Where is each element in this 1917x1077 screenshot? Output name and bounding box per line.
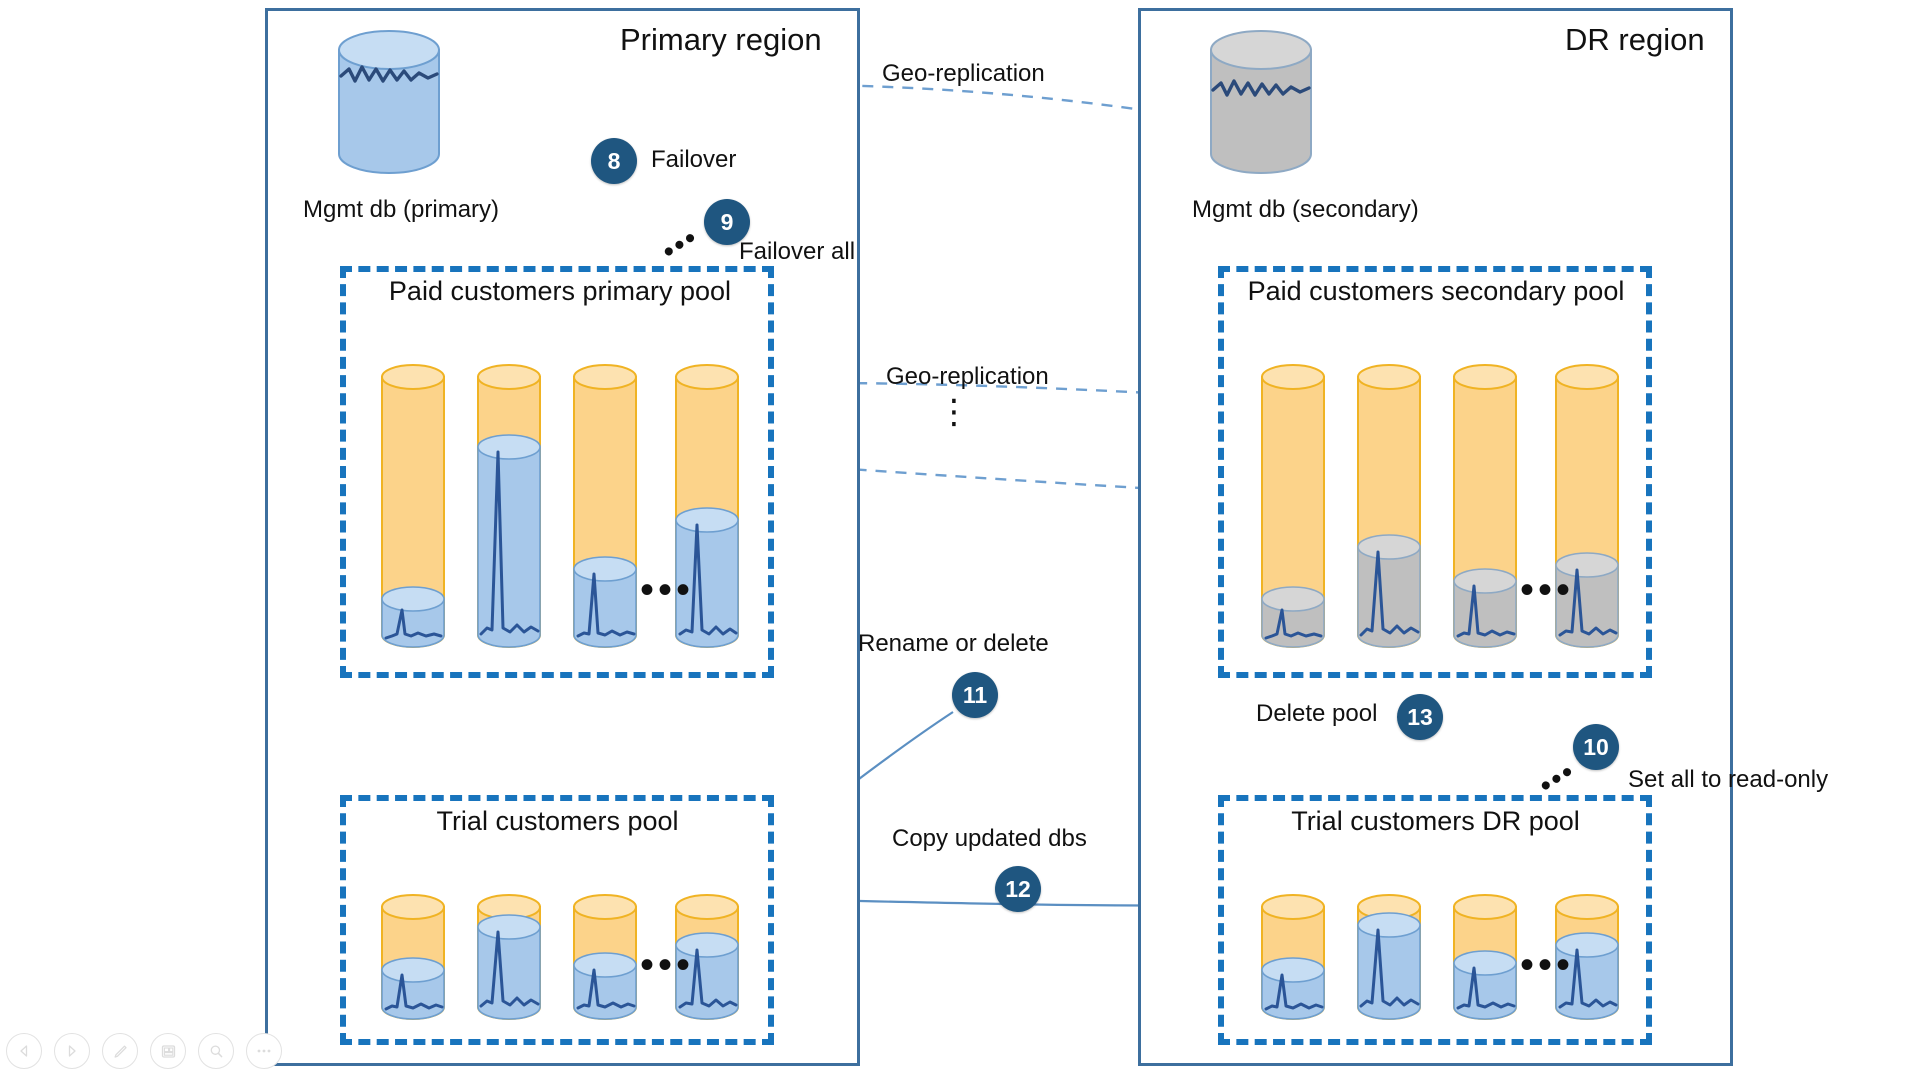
db-trial-dr-1 bbox=[1258, 893, 1328, 1023]
ellipsis-paid-primary: ••• bbox=[640, 568, 695, 612]
db-trial-dr-3 bbox=[1450, 893, 1520, 1023]
badge-step-11-number: 11 bbox=[962, 681, 988, 708]
db-trial-primary-2 bbox=[474, 893, 544, 1023]
badge-step-12[interactable]: 12 bbox=[995, 866, 1041, 912]
layout-icon[interactable] bbox=[150, 1033, 186, 1069]
pool-paid-secondary bbox=[1218, 266, 1652, 678]
db-paid-secondary-1 bbox=[1258, 362, 1328, 650]
badge-step-9[interactable]: 9 bbox=[704, 199, 750, 245]
pool-trial-primary-title: Trial customers pool bbox=[436, 806, 679, 836]
badge-step-10-number: 10 bbox=[1583, 733, 1609, 760]
pool-trial-dr bbox=[1218, 795, 1652, 1045]
pool-trial-primary bbox=[340, 795, 774, 1045]
db-paid-primary-4 bbox=[672, 362, 742, 650]
region-dr-title: DR region bbox=[1565, 22, 1705, 57]
db-trial-dr-2 bbox=[1354, 893, 1424, 1023]
mgmt-db-secondary-caption: Mgmt db (secondary) bbox=[1192, 196, 1419, 223]
badge-step-9-number: 9 bbox=[720, 208, 734, 235]
badge-step-8[interactable]: 8 bbox=[591, 138, 637, 184]
label-step-9: Failover all bbox=[739, 238, 856, 265]
viewer-toolbar[interactable] bbox=[6, 1033, 282, 1069]
db-trial-primary-4 bbox=[672, 893, 742, 1023]
badge-step-13-number: 13 bbox=[1407, 703, 1433, 730]
badge-step-8-number: 8 bbox=[607, 147, 621, 174]
next-icon[interactable] bbox=[54, 1033, 90, 1069]
mgmt-db-primary-caption: Mgmt db (primary) bbox=[303, 196, 500, 223]
region-dr bbox=[1138, 8, 1733, 1066]
more-icon[interactable] bbox=[246, 1033, 282, 1069]
db-paid-secondary-4 bbox=[1552, 362, 1622, 650]
ellipsis-trial-primary: ••• bbox=[640, 943, 695, 987]
previous-icon[interactable] bbox=[6, 1033, 42, 1069]
label-step-11: Rename or delete bbox=[858, 630, 1049, 657]
ellipsis-geo-replication: ⋮ bbox=[937, 393, 971, 431]
db-paid-secondary-3 bbox=[1450, 362, 1520, 650]
pool-paid-primary bbox=[340, 266, 774, 678]
label-step-10: Set all to read-only bbox=[1628, 766, 1829, 793]
label-geo-replication-mgmt: Geo-replication bbox=[882, 60, 1045, 87]
label-geo-replication-pool: Geo-replication bbox=[886, 363, 1049, 390]
mgmt-db-secondary bbox=[1205, 28, 1317, 176]
db-paid-primary-3 bbox=[570, 362, 640, 650]
pool-trial-dr-title: Trial customers DR pool bbox=[1291, 806, 1580, 836]
region-primary bbox=[265, 8, 860, 1066]
ellipsis-paid-secondary: ••• bbox=[1520, 568, 1575, 612]
pool-paid-secondary-title: Paid customers secondary pool bbox=[1247, 276, 1625, 306]
region-primary-title: Primary region bbox=[620, 22, 822, 57]
badge-step-11[interactable]: 11 bbox=[952, 672, 998, 718]
label-step-12: Copy updated dbs bbox=[892, 825, 1087, 852]
db-trial-primary-3 bbox=[570, 893, 640, 1023]
mgmt-db-primary bbox=[333, 28, 445, 176]
pen-icon[interactable] bbox=[102, 1033, 138, 1069]
zoom-icon[interactable] bbox=[198, 1033, 234, 1069]
db-trial-primary-1 bbox=[378, 893, 448, 1023]
db-paid-primary-2 bbox=[474, 362, 544, 650]
badge-step-13[interactable]: 13 bbox=[1397, 694, 1443, 740]
badge-step-10[interactable]: 10 bbox=[1573, 724, 1619, 770]
label-step-13: Delete pool bbox=[1256, 700, 1378, 727]
label-step-8: Failover bbox=[651, 146, 737, 173]
db-paid-primary-1 bbox=[378, 362, 448, 650]
badge-step-12-number: 12 bbox=[1005, 875, 1031, 902]
db-trial-dr-4 bbox=[1552, 893, 1622, 1023]
db-paid-secondary-2 bbox=[1354, 362, 1424, 650]
pool-paid-primary-title: Paid customers primary pool bbox=[388, 276, 732, 306]
ellipsis-trial-dr: ••• bbox=[1520, 943, 1575, 987]
